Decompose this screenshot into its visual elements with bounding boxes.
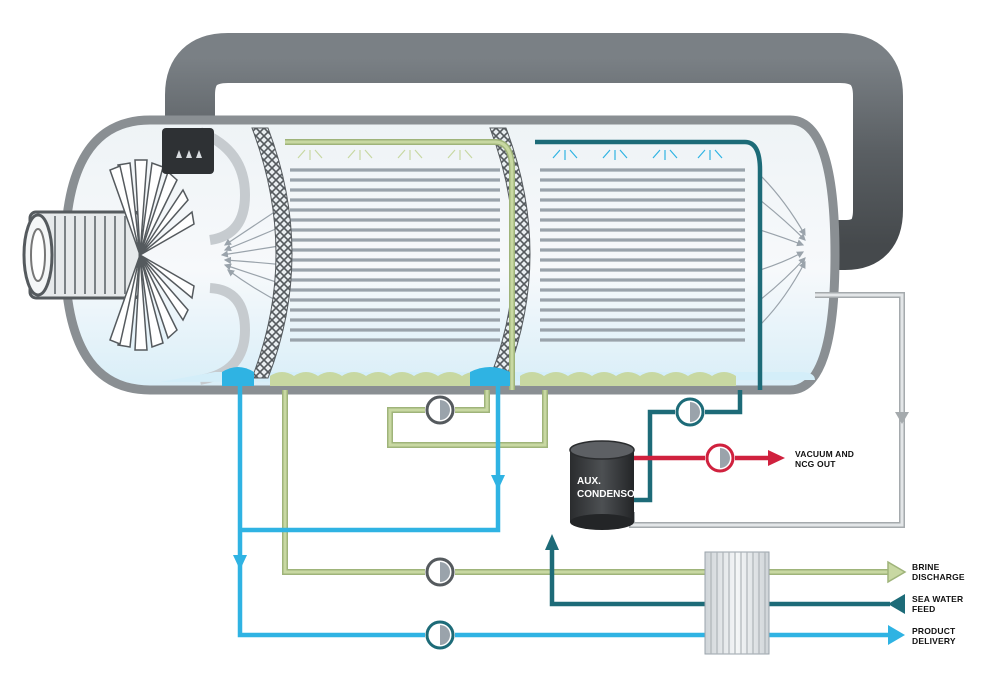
- tube-bundle-2: [540, 168, 745, 342]
- distillate-pool-1: [222, 367, 254, 386]
- distillate-pool-2: [470, 367, 510, 386]
- brine-pool-1: [270, 372, 486, 386]
- product-line: [233, 386, 905, 645]
- brine-recirculation-line: [282, 390, 907, 584]
- vapor-compressor: [22, 159, 195, 351]
- product-label-line1: PRODUCT: [912, 626, 956, 636]
- aux-label-line1: AUX.: [577, 476, 601, 487]
- pump-brine-recirc: [425, 395, 455, 425]
- tube-bundle-1: [290, 168, 500, 342]
- seawater-label-line1: SEA WATER: [912, 594, 963, 604]
- vacuum-label-line2: NCG OUT: [795, 459, 836, 469]
- pump-vacuum: [705, 443, 735, 473]
- product-label-line2: DELIVERY: [912, 636, 956, 646]
- spray-header-teal: [535, 139, 763, 390]
- compressor-outlet: [162, 128, 214, 174]
- seawater-label-line2: FEED: [912, 604, 935, 614]
- vacuum-label-line1: VACUUM AND: [795, 449, 854, 459]
- pump-seawater: [675, 397, 705, 427]
- pump-product: [425, 620, 455, 650]
- brine-label-line2: DISCHARGE: [912, 572, 965, 582]
- vapor-flow-arrows-right: [759, 174, 806, 326]
- plate-heat-exchanger: [704, 551, 770, 655]
- brine-label-line1: BRINE: [912, 562, 940, 572]
- aux-condensor: AUX. CONDENSOR: [569, 440, 643, 530]
- impeller-blades: [109, 159, 195, 351]
- vacuum-line: [632, 450, 785, 466]
- brine-pool-2: [520, 372, 736, 386]
- spray-header-green: [285, 139, 515, 390]
- seawater-feed-line: [545, 390, 905, 614]
- pump-brine-discharge: [425, 557, 455, 587]
- aux-label-line2: CONDENSOR: [577, 489, 643, 500]
